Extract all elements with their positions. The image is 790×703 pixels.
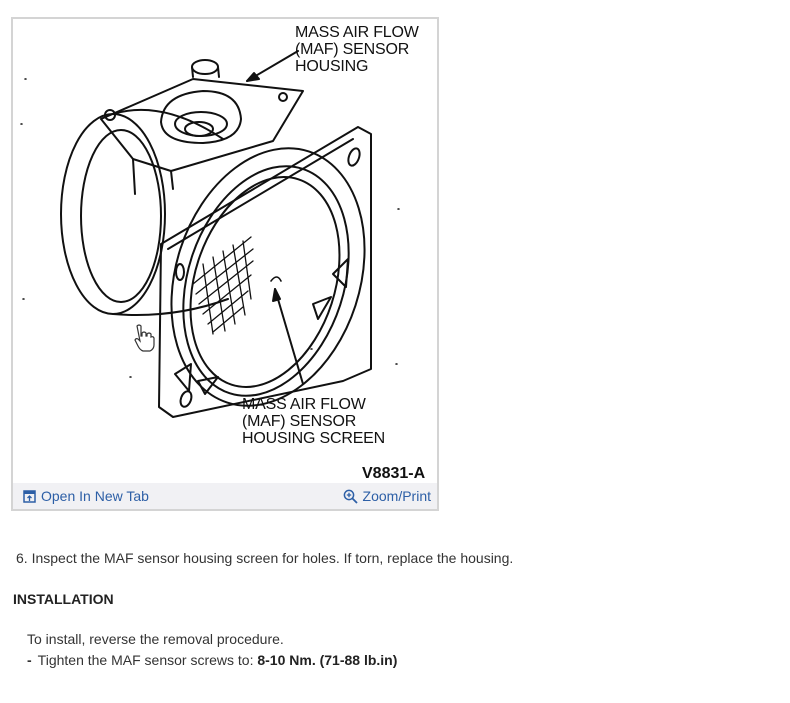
torque-bullet: - Tighten the MAF sensor screws to: 8-10… [27,652,397,668]
open-new-tab-label: Open In New Tab [41,488,149,504]
install-instruction: To install, reverse the removal procedur… [27,631,284,647]
open-new-tab-link[interactable]: Open In New Tab [23,488,149,504]
bullet-dash: - [27,652,32,668]
zoom-in-icon [343,489,358,504]
figure-code: V8831-A [362,465,426,482]
step-6-text: 6. Inspect the MAF sensor housing screen… [16,550,514,566]
torque-text: Tighten the MAF sensor screws to: 8-10 N… [38,652,398,668]
torque-label: Tighten the MAF sensor screws to: [37,652,258,668]
figure-footer: Open In New Tab Zoom/Print [13,483,437,509]
hand-cursor-icon [134,324,155,352]
housing-callout: MASS AIR FLOW (MAF) SENSOR HOUSING [295,24,419,75]
screen-callout: MASS AIR FLOW (MAF) SENSOR HOUSING SCREE… [242,396,385,447]
maf-housing-illustration [20,50,400,418]
figure-panel: MASS AIR FLOW (MAF) SENSOR HOUSING MASS … [11,17,439,511]
open-new-tab-icon [23,489,36,503]
zoom-print-label: Zoom/Print [362,488,431,504]
installation-heading: INSTALLATION [13,591,114,607]
torque-value: 8-10 Nm. (71-88 lb.in) [257,652,398,668]
zoom-print-link[interactable]: Zoom/Print [343,488,431,504]
